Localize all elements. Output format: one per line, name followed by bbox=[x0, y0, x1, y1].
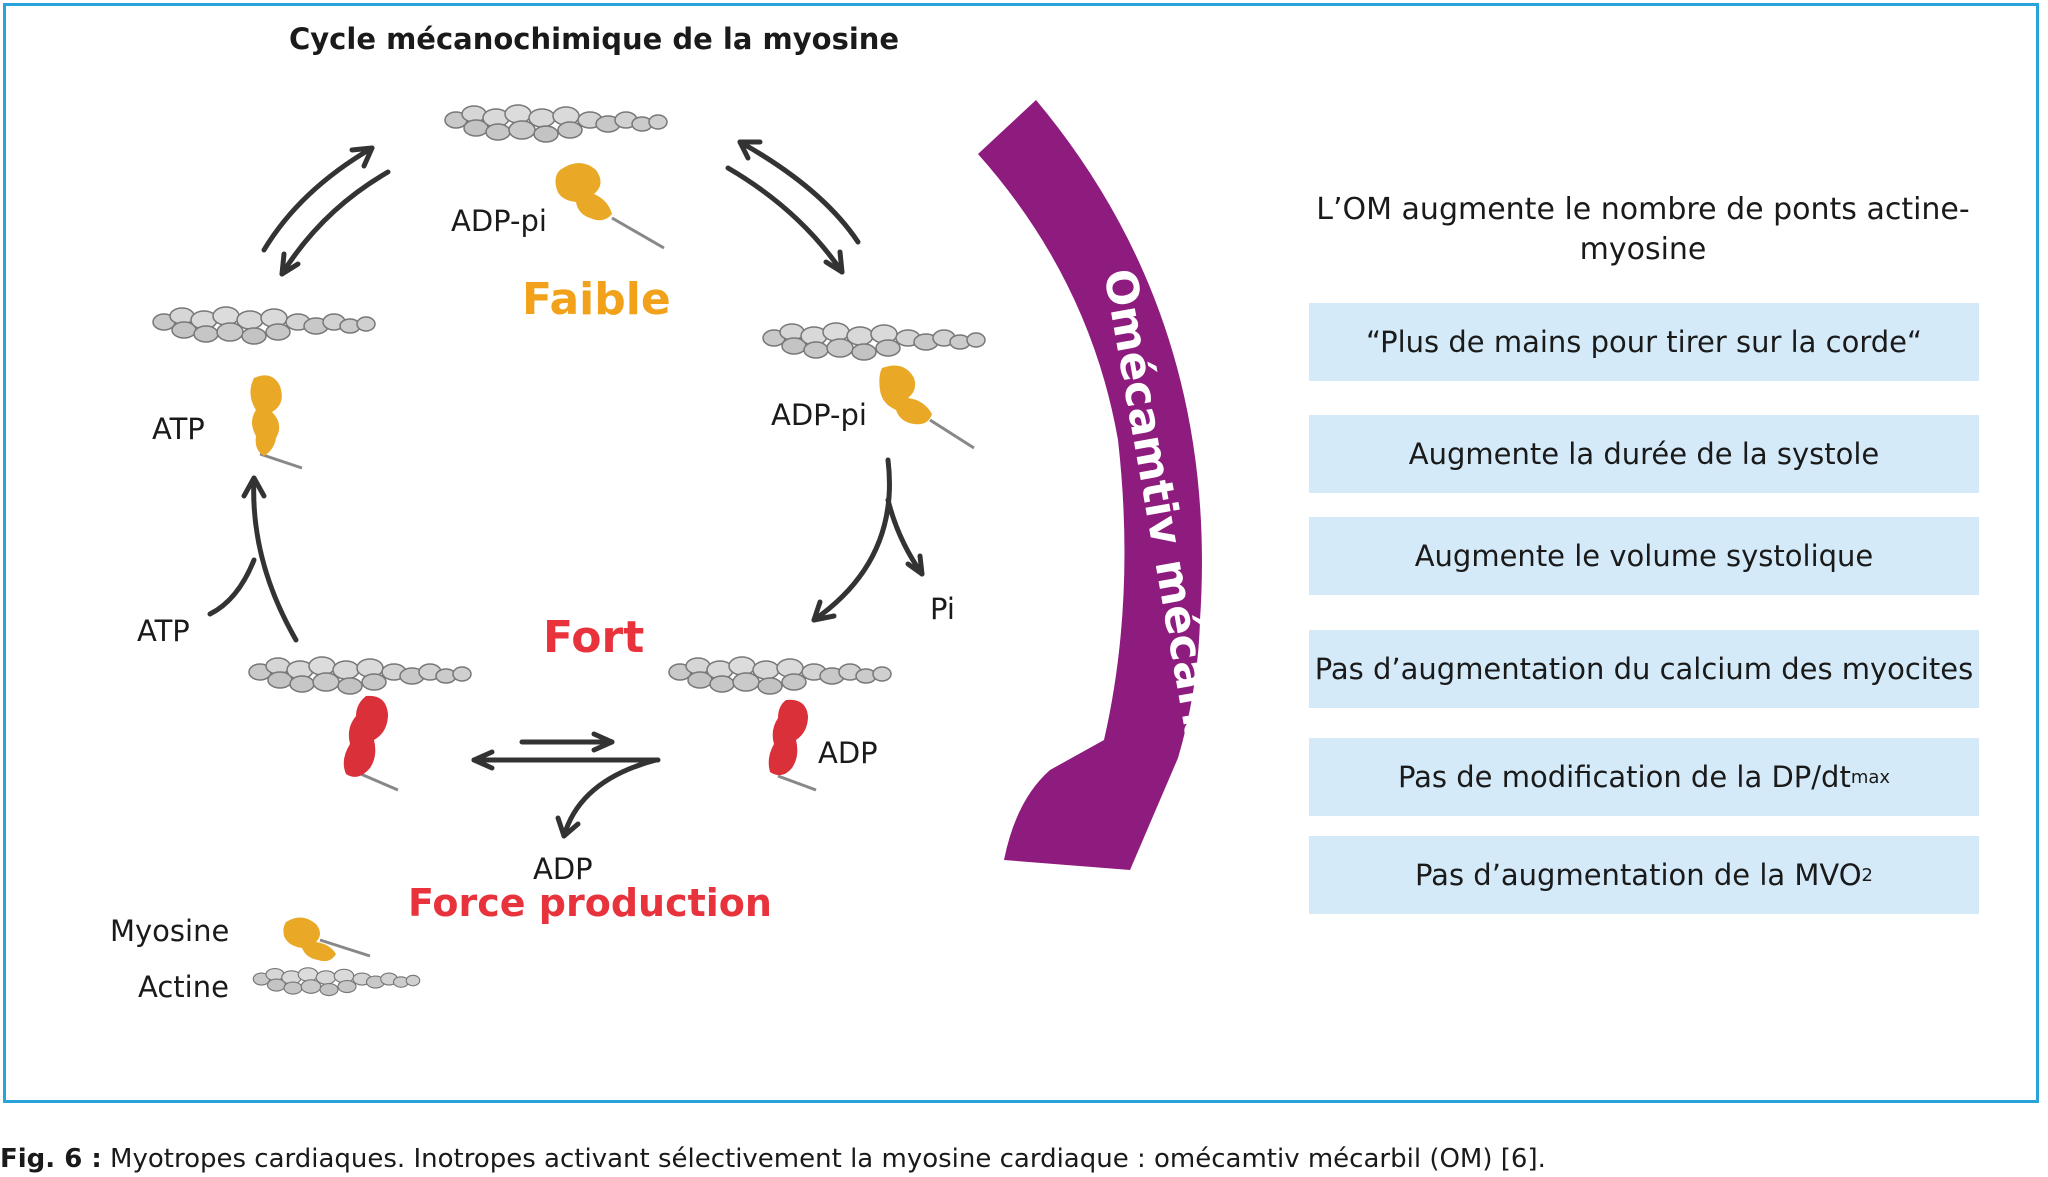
force-production-label: Force production bbox=[408, 881, 772, 925]
effect-box-2: Augmente la durée de la systole bbox=[1309, 415, 1979, 493]
myosin-head-top bbox=[555, 163, 665, 250]
myosin-head-left bbox=[250, 375, 303, 470]
weak-binding-label: Faible bbox=[522, 274, 671, 325]
effect-text-5-subscript: max bbox=[1850, 766, 1891, 788]
effect-text-6: Pas d’augmentation de la MVO bbox=[1415, 858, 1862, 892]
legend-myosin-label: Myosine bbox=[110, 914, 230, 948]
legend-myosin-icon bbox=[283, 917, 371, 962]
effect-text-6-subscript: 2 bbox=[1861, 864, 1873, 886]
actin-filament-bottom-left bbox=[248, 656, 472, 695]
omecamtiv-arrow: Omécamtiv mécarbil bbox=[978, 100, 1232, 870]
state-label-left: ATP bbox=[152, 412, 205, 446]
legend-actin-label: Actine bbox=[138, 970, 229, 1004]
effect-text-1: “Plus de mains pour tirer sur la corde“ bbox=[1365, 325, 1923, 359]
myosin-head-bottom-right bbox=[768, 699, 817, 792]
effect-box-4: Pas d’augmentation du calcium des myocit… bbox=[1309, 630, 1979, 708]
effect-text-4: Pas d’augmentation du calcium des myocit… bbox=[1314, 652, 1974, 686]
figure-frame bbox=[3, 3, 2039, 1103]
effect-text-2: Augmente la durée de la systole bbox=[1408, 437, 1880, 471]
strong-binding-label: Fort bbox=[543, 612, 645, 663]
caption-prefix: Fig. 6 : bbox=[0, 1144, 102, 1174]
pi-release-label: Pi bbox=[930, 592, 955, 626]
state-label-right: ADP-pi bbox=[771, 398, 867, 432]
actin-filament-top bbox=[444, 104, 668, 143]
figure-caption: Fig. 6 : Myotropes cardiaques. Inotropes… bbox=[0, 1144, 1546, 1174]
diagram-title: Cycle mécanochimique de la myosine bbox=[289, 22, 900, 56]
caption-text: Myotropes cardiaques. Inotropes activant… bbox=[101, 1144, 1546, 1174]
actin-filament-left bbox=[152, 306, 376, 345]
actin-filament-bottom-right bbox=[668, 656, 892, 695]
effect-text-5: Pas de modification de la DP/dt bbox=[1397, 760, 1851, 794]
state-label-top: ADP-pi bbox=[451, 204, 547, 238]
adp-release-label: ADP bbox=[533, 852, 593, 886]
myosin-head-bottom-left bbox=[343, 695, 399, 792]
atp-binding-label: ATP bbox=[137, 614, 190, 648]
effect-box-1: “Plus de mains pour tirer sur la corde“ bbox=[1309, 303, 1979, 381]
actin-filament-right bbox=[762, 322, 986, 361]
right-panel-heading: L’OM augmente le nombre de ponts actine-… bbox=[1316, 192, 1970, 267]
effect-text-3: Augmente le volume systolique bbox=[1414, 539, 1874, 573]
legend-actin-icon bbox=[252, 967, 421, 997]
cycle-arrows bbox=[207, 139, 925, 839]
state-label-bottom-right: ADP bbox=[818, 736, 878, 770]
effect-box-3: Augmente le volume systolique bbox=[1309, 517, 1979, 595]
myosin-head-right bbox=[879, 365, 975, 450]
